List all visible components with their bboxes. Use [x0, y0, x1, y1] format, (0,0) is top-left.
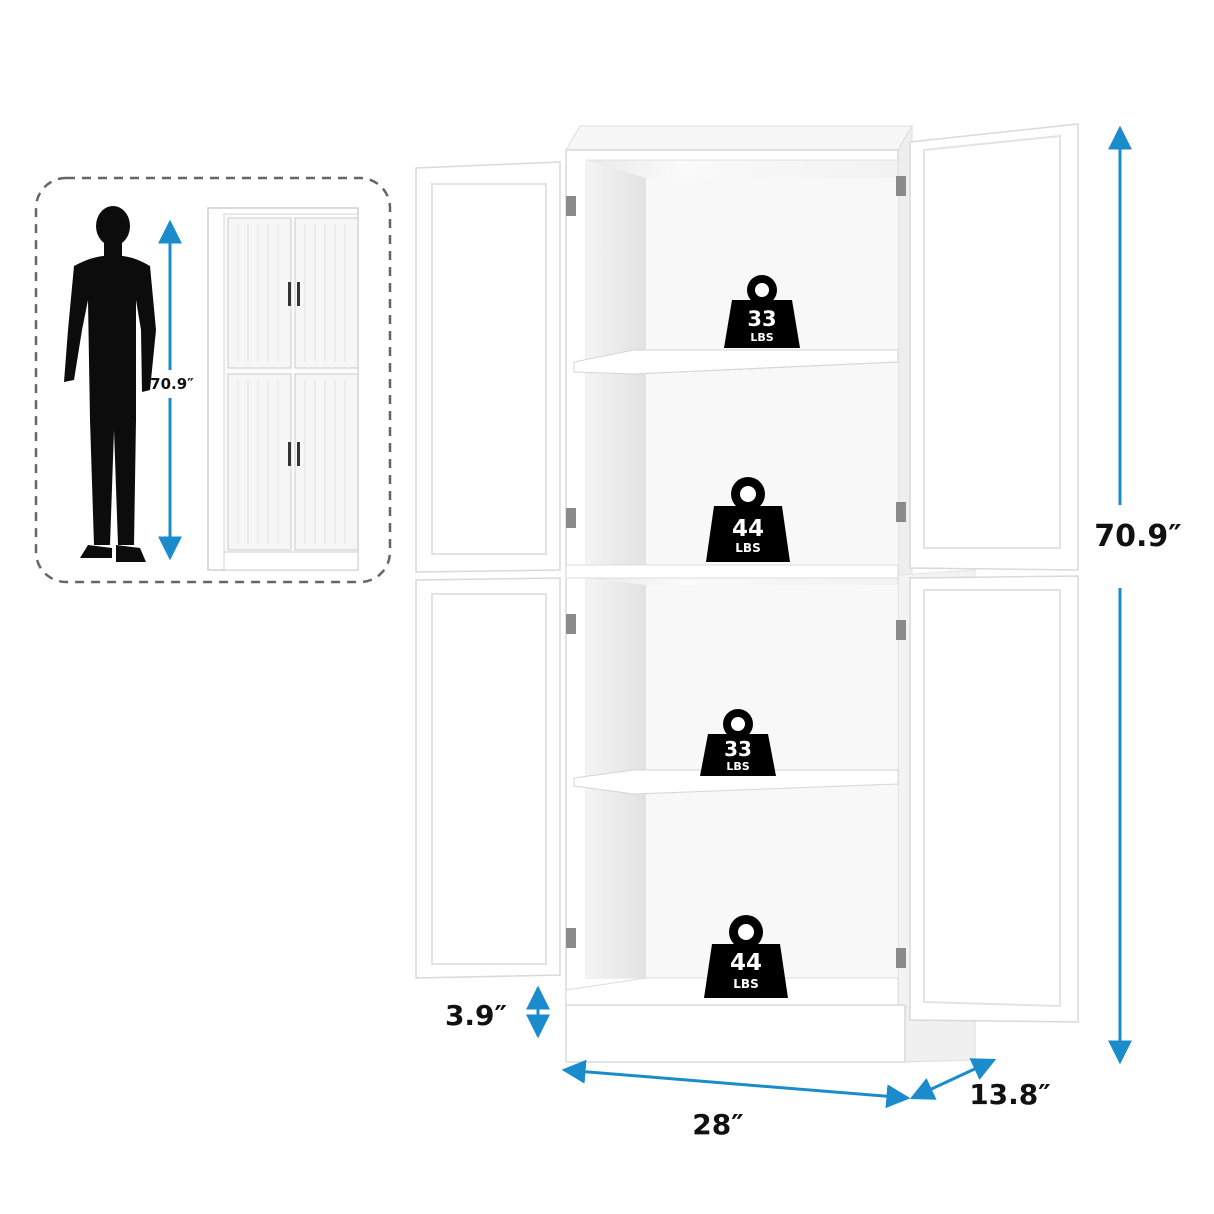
cabinet-closed-icon — [207, 207, 359, 571]
upper-adjustable-shelf — [573, 349, 899, 375]
base-height-label: 3.9″ — [445, 999, 507, 1032]
weight-value: 44 — [730, 950, 762, 976]
weight-unit: LBS — [726, 760, 749, 773]
weight-value: 33 — [724, 737, 752, 761]
upper-left-door — [415, 161, 561, 573]
weight-value: 44 — [732, 516, 764, 542]
lower-right-door — [909, 575, 1079, 1023]
total-height-label: 70.9″ — [1094, 519, 1181, 554]
depth-label: 13.8″ — [969, 1078, 1051, 1111]
cabinet-base — [565, 1004, 906, 1063]
weight-badge-lower-bottom: 44 LBS — [704, 915, 788, 998]
lower-left-door — [415, 577, 561, 979]
mini-height-label: 70.9″ — [150, 375, 194, 393]
open-cabinet-illustration — [415, 123, 1079, 1063]
weight-badge-upper-top: 33 LBS — [724, 275, 800, 348]
lower-adjustable-shelf — [573, 769, 899, 795]
dashed-panel-border — [34, 176, 392, 584]
weight-unit: LBS — [735, 541, 760, 555]
weight-value: 33 — [747, 307, 776, 331]
width-arrow — [561, 1059, 911, 1109]
weight-unit: LBS — [750, 331, 773, 344]
weight-unit: LBS — [733, 977, 758, 991]
weight-badge-lower-top: 33 LBS — [700, 709, 776, 776]
weight-badge-upper-bottom: 44 LBS — [706, 477, 790, 562]
person-silhouette-icon — [64, 206, 156, 562]
width-label: 28″ — [692, 1108, 743, 1141]
comparison-panel: 70.9″ — [34, 176, 392, 584]
depth-arrow — [909, 1058, 997, 1100]
upper-right-door — [909, 123, 1079, 571]
